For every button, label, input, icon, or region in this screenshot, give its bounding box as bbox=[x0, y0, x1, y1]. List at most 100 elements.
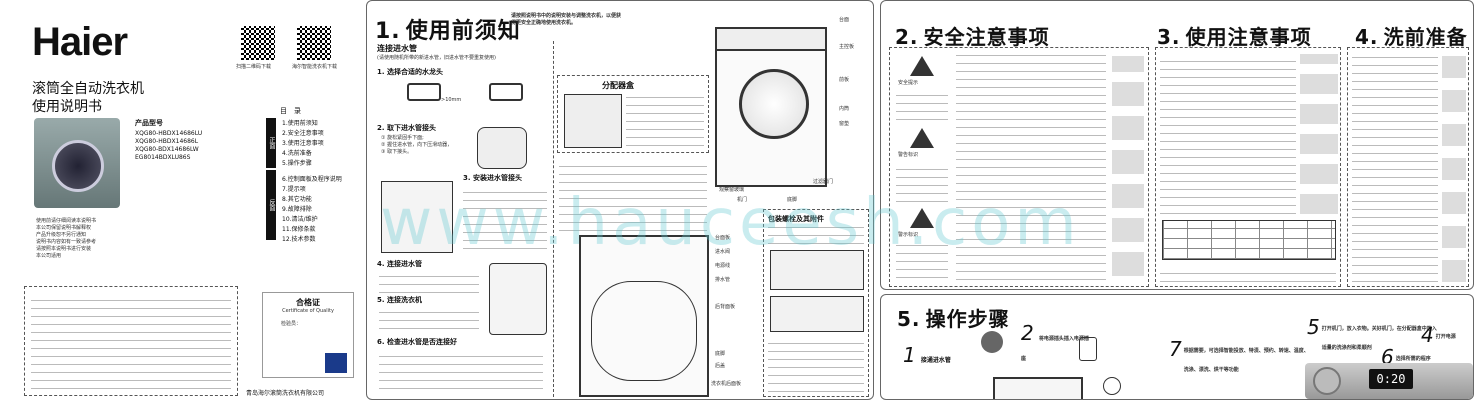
part-label: 进水阀 bbox=[715, 249, 731, 255]
step-number: 2 bbox=[1021, 321, 1034, 345]
model-item: EG8014BDXLU86S bbox=[135, 154, 191, 161]
toc-item: 4.洗前准备 bbox=[282, 150, 312, 157]
step5-text bbox=[379, 307, 479, 329]
section2-icons bbox=[1112, 56, 1144, 276]
part-label: 台面板 bbox=[715, 235, 731, 241]
warning-label: 安全提示 bbox=[898, 80, 919, 86]
step2-label: 2. 取下进水管接头 bbox=[377, 124, 436, 132]
notes-list: 使用前请仔细阅读本说明书 本公司保留说明书解释权 产品升级恕不另行通知 说明书内… bbox=[36, 218, 96, 260]
brand-logo: Haier bbox=[32, 20, 128, 64]
section5-number: 5. bbox=[897, 307, 921, 331]
model-item: XQG80-HBDX14686L bbox=[135, 138, 199, 145]
dispenser-notes bbox=[559, 161, 707, 231]
certificate-badge bbox=[325, 353, 347, 373]
toc-list: 1.使用前须知 2.安全注意事项 3.使用注意事项 4.洗前准备 5.操作步骤 … bbox=[282, 120, 342, 244]
section1-title: 使用前须知 bbox=[405, 19, 521, 44]
op-step5-label: 打开机门，放入衣物。关好机门，在分配器盒中放入适量的洗涤剂和柔顺剂 bbox=[1321, 326, 1437, 351]
toc-item: 6.控制面板及程序说明 bbox=[282, 176, 342, 183]
front-parts-labels: 台面 主控板 前板 内筒 窗垫 bbox=[839, 17, 854, 128]
qr-caption-right: 海尔智能洗衣机下载 bbox=[292, 64, 338, 70]
product-title-line1: 滚筒全自动洗衣机 bbox=[32, 81, 144, 97]
step-number: 5 bbox=[1307, 315, 1320, 339]
dispenser-text bbox=[626, 94, 704, 146]
section4-icons bbox=[1442, 54, 1466, 282]
warning-label: 警示标识 bbox=[898, 232, 919, 238]
section3-text bbox=[1160, 54, 1296, 214]
note-item: 本公司保留说明书解释权 bbox=[36, 225, 92, 231]
step4-label: 4. 连接进水管 bbox=[377, 260, 422, 268]
warning-icon bbox=[910, 128, 934, 148]
section5-panel: 5. 操作步骤 1 接通进水管 2 将电源插头插入电源插座 7 根据需要，可选择… bbox=[880, 294, 1474, 400]
op-step1-label: 接通进水管 bbox=[920, 357, 951, 364]
washer-op-illustration bbox=[993, 377, 1083, 399]
section5-heading: 5. 操作步骤 bbox=[897, 303, 1010, 332]
accessories-text bbox=[768, 226, 864, 244]
faucet-illustration bbox=[407, 83, 441, 101]
control-panel-illustration: 0:20 bbox=[1305, 363, 1473, 399]
toc-item: 10.清洁/维护 bbox=[282, 216, 318, 223]
warning-icon bbox=[910, 208, 934, 228]
hose-illustration bbox=[489, 263, 547, 335]
step5-label: 5. 连接洗衣机 bbox=[377, 296, 422, 304]
step2-item: ③ 取下接头。 bbox=[381, 149, 413, 155]
socket-icon bbox=[1103, 377, 1121, 395]
washer-photo bbox=[34, 118, 120, 208]
step7-op: 7 根据需要，可选择智能投放、特渍、预约、转速、温度、洗涤、漂洗、烘干等功能 bbox=[1169, 337, 1309, 375]
qr-caption-left: 扫描二维码下载 bbox=[236, 64, 272, 70]
faucet-install-illustration bbox=[381, 181, 453, 253]
step6-label: 6. 检查进水管是否连接好 bbox=[377, 338, 457, 346]
qr-code-right bbox=[297, 26, 331, 60]
part-label: 观察窗玻璃 bbox=[719, 187, 745, 193]
product-title-line2: 使用说明书 bbox=[32, 99, 102, 115]
op-step7-label: 根据需要，可选择智能投放、特渍、预约、转速、温度、洗涤、漂洗、烘干等功能 bbox=[1183, 348, 1309, 373]
part-label: 排水管 bbox=[715, 277, 731, 283]
part-label: 底脚 bbox=[787, 197, 798, 203]
note-item: 本公司适用 bbox=[36, 253, 62, 259]
section2-box: 安全提示 警告标识 警示标识 bbox=[889, 47, 1149, 287]
toc-side-back: 反面 bbox=[266, 170, 276, 240]
section1-panel: 1. 使用前须知 请按照说明书中的说明安装与调整洗衣机，以便获得更安全正确地使用… bbox=[366, 0, 874, 400]
section3-title: 使用注意事项 bbox=[1185, 25, 1312, 49]
sections-234-panel: 2. 安全注意事项 安全提示 警告标识 警示标识 3. 使用注意事项 4. 洗前… bbox=[880, 0, 1474, 290]
part-label: 窗垫 bbox=[839, 121, 850, 127]
section3-number: 3. bbox=[1157, 25, 1181, 49]
section4-heading: 4. 洗前准备 bbox=[1355, 21, 1468, 50]
op-step2-label: 将电源插头插入电源插座 bbox=[1021, 336, 1089, 362]
dispenser-box: 分配器盒 bbox=[557, 75, 709, 153]
qr-code-left bbox=[241, 26, 275, 60]
faucet-measure: >10mm bbox=[441, 97, 462, 103]
certificate-box: 合格证 Certificate of Quality 检验员： bbox=[262, 292, 354, 378]
cover-illustration bbox=[770, 296, 864, 332]
warranty-text-box bbox=[24, 286, 238, 396]
step6-text bbox=[379, 349, 543, 389]
section3-icons bbox=[1300, 54, 1338, 214]
program-knob bbox=[1313, 367, 1341, 395]
step5-op: 5 打开机门，放入衣物。关好机门，在分配器盒中放入适量的洗涤剂和柔顺剂 bbox=[1307, 315, 1437, 353]
section4-box bbox=[1347, 47, 1469, 287]
note-item: 说明书内容如有一致请参考 bbox=[36, 239, 97, 245]
toc-item: 8.其它功能 bbox=[282, 196, 312, 203]
connect-title: 连接进水管 bbox=[377, 44, 417, 53]
step3-text bbox=[463, 185, 547, 249]
part-label: 底脚 bbox=[715, 351, 726, 357]
certificate-title: 合格证 bbox=[296, 298, 320, 307]
connect-note: (请使用随机所带的新进水管，旧进水管不要重复使用) bbox=[377, 55, 496, 61]
step2-items: ① 旋松紧固手下面; ② 握住进水管，向下压滑动器， ③ 取下接头。 bbox=[381, 135, 452, 156]
company-footer: 青岛海尔滚筒洗衣机有限公司 bbox=[246, 390, 325, 397]
section2-title: 安全注意事项 bbox=[923, 25, 1050, 49]
back-parts-labels: 台面板 进水阀 电源线 排水管 后背面板 底脚 后盖 bbox=[715, 235, 735, 370]
certificate-subtitle: Certificate of Quality bbox=[282, 308, 334, 314]
step1-label: 1. 选择合适的水龙头 bbox=[377, 68, 443, 76]
part-label: 机门 bbox=[737, 197, 748, 203]
part-label: 过滤器门 bbox=[813, 179, 834, 185]
step-number: 1 bbox=[903, 343, 916, 367]
note-item: 使用前请仔细阅读本说明书 bbox=[36, 218, 97, 224]
part-label: 主控板 bbox=[839, 44, 855, 50]
toc-item: 2.安全注意事项 bbox=[282, 130, 324, 137]
part-label: 内筒 bbox=[839, 106, 850, 112]
toc-side-front: 正面 bbox=[266, 118, 276, 168]
washer-front-diagram bbox=[715, 17, 835, 197]
op-step6-label: 选择所需的程序 bbox=[1395, 356, 1431, 362]
toc-item: 5.操作步骤 bbox=[282, 160, 312, 167]
note-item: 请按照本说明书进行安装 bbox=[36, 246, 92, 252]
